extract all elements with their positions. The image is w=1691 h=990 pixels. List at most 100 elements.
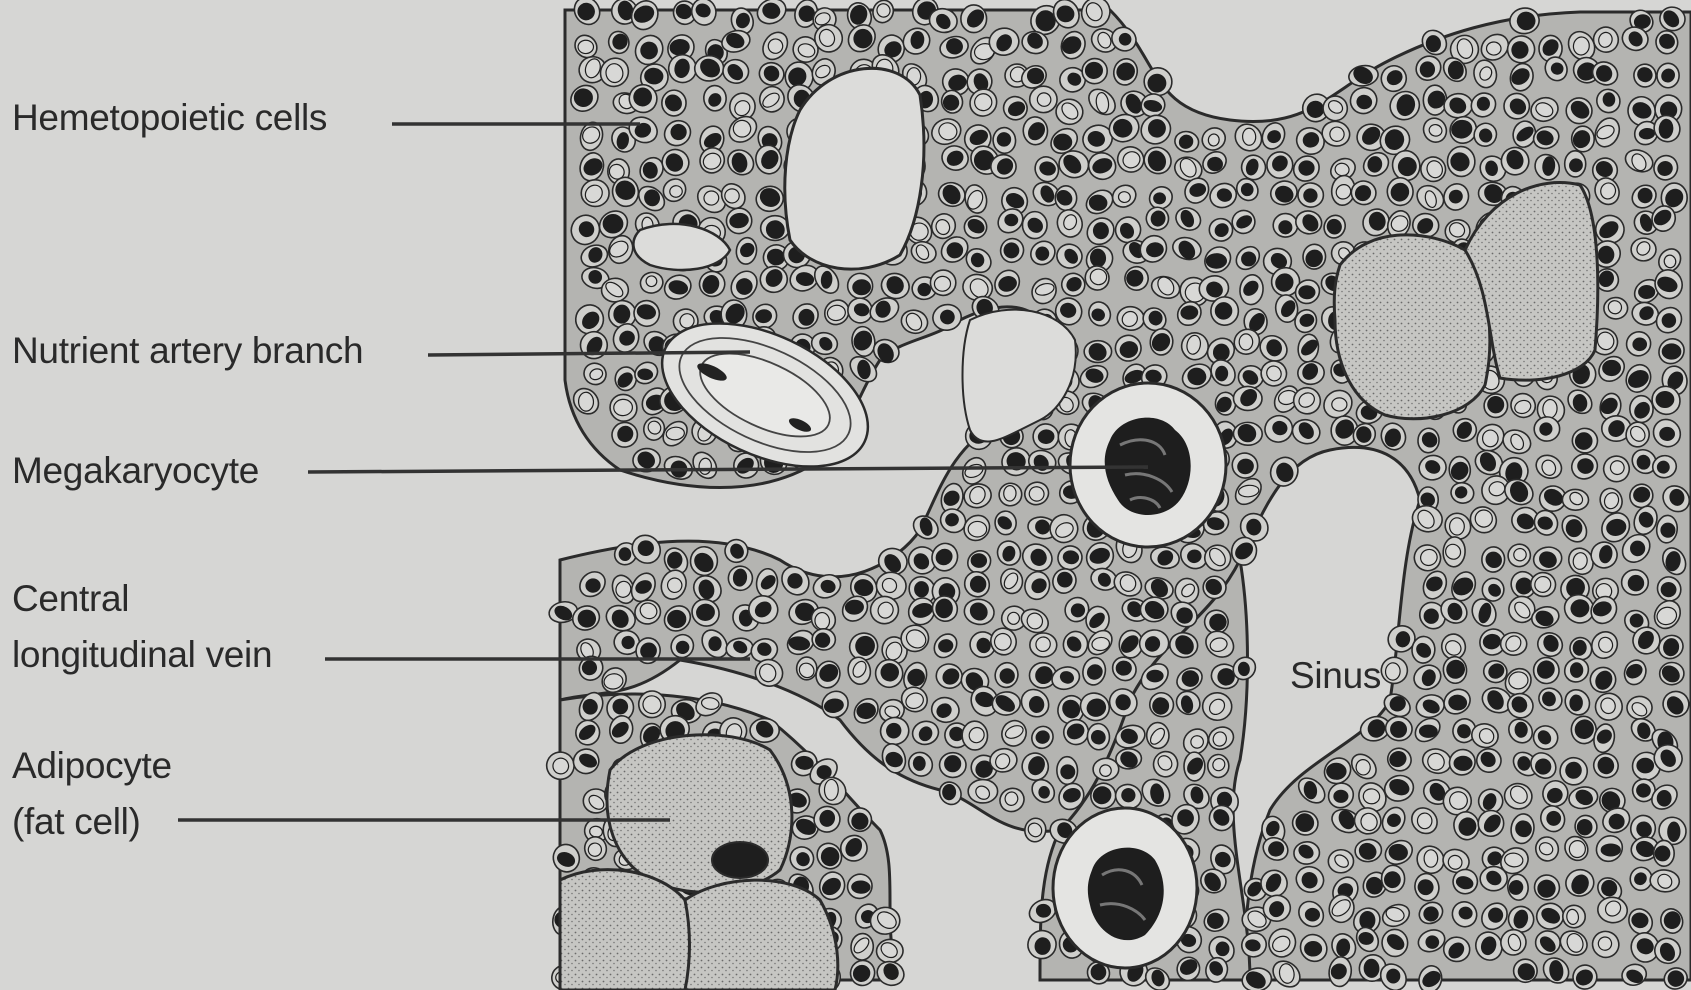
marrow-cell-nucleus (1424, 608, 1439, 624)
marrow-cell-nucleus (817, 766, 831, 779)
label-vein-line-2: longitudinal vein (12, 627, 272, 683)
marrow-cell-nucleus (1305, 908, 1319, 921)
marrow-cell-nucleus (1454, 756, 1472, 770)
marrow-cell-nucleus (709, 636, 722, 650)
marrow-cell-nucleus (1147, 670, 1163, 682)
marrow-cell-nucleus (1215, 366, 1228, 381)
marrow-cell-nucleus (1036, 10, 1056, 31)
marrow-cell-nucleus (1577, 819, 1592, 835)
marrow-cell-nucleus (1242, 128, 1256, 146)
label-adipocyte-line-1: Adipocyte (12, 738, 172, 794)
marrow-cell-nucleus (1662, 344, 1681, 359)
marrow-cell-nucleus (1668, 822, 1680, 841)
marrow-cell-nucleus (1093, 222, 1108, 238)
label-central-longitudinal-vein: Central longitudinal vein (12, 571, 272, 683)
marrow-cell-nucleus (1387, 969, 1400, 983)
marrow-cell-nucleus (970, 576, 986, 593)
marrow-cell-nucleus (724, 188, 739, 203)
megakaryocyte-lower (1053, 808, 1197, 968)
marrow-cell-nucleus (733, 120, 751, 138)
marrow-cell-nucleus (578, 40, 594, 54)
marrow-cell-nucleus (1053, 134, 1072, 151)
marrow-cell-nucleus (1657, 790, 1671, 806)
marrow-cell-nucleus (619, 548, 631, 561)
marrow-cell-nucleus (1360, 911, 1376, 929)
marrow-cell-nucleus (1241, 252, 1256, 266)
marrow-cell-nucleus (1039, 786, 1050, 798)
marrow-cell-nucleus (824, 779, 838, 800)
marrow-cell-nucleus (667, 610, 686, 628)
marrow-cell-nucleus (971, 553, 987, 567)
megakaryocyte-cell (1070, 383, 1226, 547)
marrow-cell-nucleus (852, 881, 871, 894)
label-hematopoietic-cells: Hemetopoietic cells (12, 90, 327, 146)
marrow-cell-nucleus (1603, 93, 1615, 107)
marrow-cell-nucleus (1535, 759, 1551, 775)
marrow-cell-nucleus (1334, 790, 1348, 802)
label-megakaryocyte: Megakaryocyte (12, 443, 259, 499)
label-sinus: Sinus (1290, 648, 1381, 704)
marrow-cell-nucleus (1003, 485, 1016, 501)
marrow-cell-nucleus (613, 305, 630, 324)
marrow-cell-nucleus (942, 784, 956, 800)
marrow-cell-nucleus (1450, 518, 1465, 535)
marrow-cell-nucleus (1566, 519, 1582, 537)
marrow-cell-nucleus (669, 185, 683, 198)
marrow-cell-nucleus (1598, 246, 1613, 263)
marrow-cell-nucleus (586, 579, 600, 592)
marrow-cell-nucleus (788, 574, 803, 589)
marrow-cell-nucleus (1637, 758, 1654, 773)
label-adipocyte: Adipocyte (fat cell) (12, 738, 172, 850)
marrow-cell-nucleus (853, 280, 871, 295)
marrow-cell-nucleus (1420, 61, 1435, 77)
marrow-cell-nucleus (947, 243, 963, 258)
label-vein-line-1: Central (12, 571, 272, 627)
marrow-cell-nucleus (1426, 35, 1441, 52)
marrow-cell-nucleus (1239, 334, 1252, 350)
marrow-cell-nucleus (1569, 840, 1586, 858)
marrow-cell-nucleus (1660, 427, 1675, 440)
marrow-cell-nucleus (1515, 722, 1528, 738)
marrow-cell-nucleus (1656, 391, 1674, 407)
marrow-cell-nucleus (1448, 61, 1463, 79)
marrow-cell-nucleus (1486, 42, 1501, 56)
marrow-cell-nucleus (1036, 247, 1049, 261)
marrow-cell-nucleus (1153, 192, 1166, 204)
marrow-cell-nucleus (1326, 763, 1346, 780)
marrow-cell-nucleus (1246, 519, 1261, 536)
marrow-cell-nucleus (968, 521, 986, 537)
marrow-cell-nucleus (1424, 850, 1438, 868)
marrow-cell-nucleus (1029, 696, 1044, 713)
marrow-cell-nucleus (603, 214, 624, 233)
marrow-cell-nucleus (1305, 942, 1322, 956)
marrow-cell-nucleus (1005, 214, 1018, 225)
marrow-cell-nucleus (1216, 942, 1229, 956)
marrow-cell-nucleus (913, 756, 926, 771)
marrow-cell-nucleus (1385, 662, 1401, 680)
marrow-cell-nucleus (915, 582, 929, 597)
marrow-cell-nucleus (1601, 844, 1620, 856)
marrow-cell-nucleus (1603, 360, 1621, 375)
marrow-cell-nucleus (1477, 97, 1490, 111)
marrow-cell-nucleus (1482, 430, 1498, 447)
marrow-cell-nucleus (1332, 398, 1347, 412)
marrow-cell-nucleus (1206, 254, 1226, 269)
marrow-cell-nucleus (578, 392, 594, 412)
label-nutrient-artery-branch: Nutrient artery branch (12, 323, 363, 379)
marrow-cell-nucleus (1364, 959, 1380, 978)
marrow-cell-nucleus (1571, 663, 1583, 677)
marrow-cell-nucleus (1355, 759, 1370, 776)
marrow-cell-nucleus (1417, 813, 1432, 829)
marrow-cell-nucleus (1639, 285, 1655, 298)
marrow-cell-nucleus (799, 309, 814, 325)
marrow-cell-nucleus (934, 276, 951, 292)
marrow-cell-nucleus (1569, 695, 1582, 711)
label-adipocyte-line-2: (fat cell) (12, 794, 172, 850)
marrow-cell-nucleus (1299, 286, 1315, 299)
marrow-cell-nucleus (1241, 184, 1252, 196)
marrow-cell-nucleus (1633, 338, 1647, 351)
marrow-cell-nucleus (1419, 725, 1437, 737)
marrow-cell-nucleus (1299, 161, 1314, 175)
marrow-cell-nucleus (1638, 188, 1653, 203)
